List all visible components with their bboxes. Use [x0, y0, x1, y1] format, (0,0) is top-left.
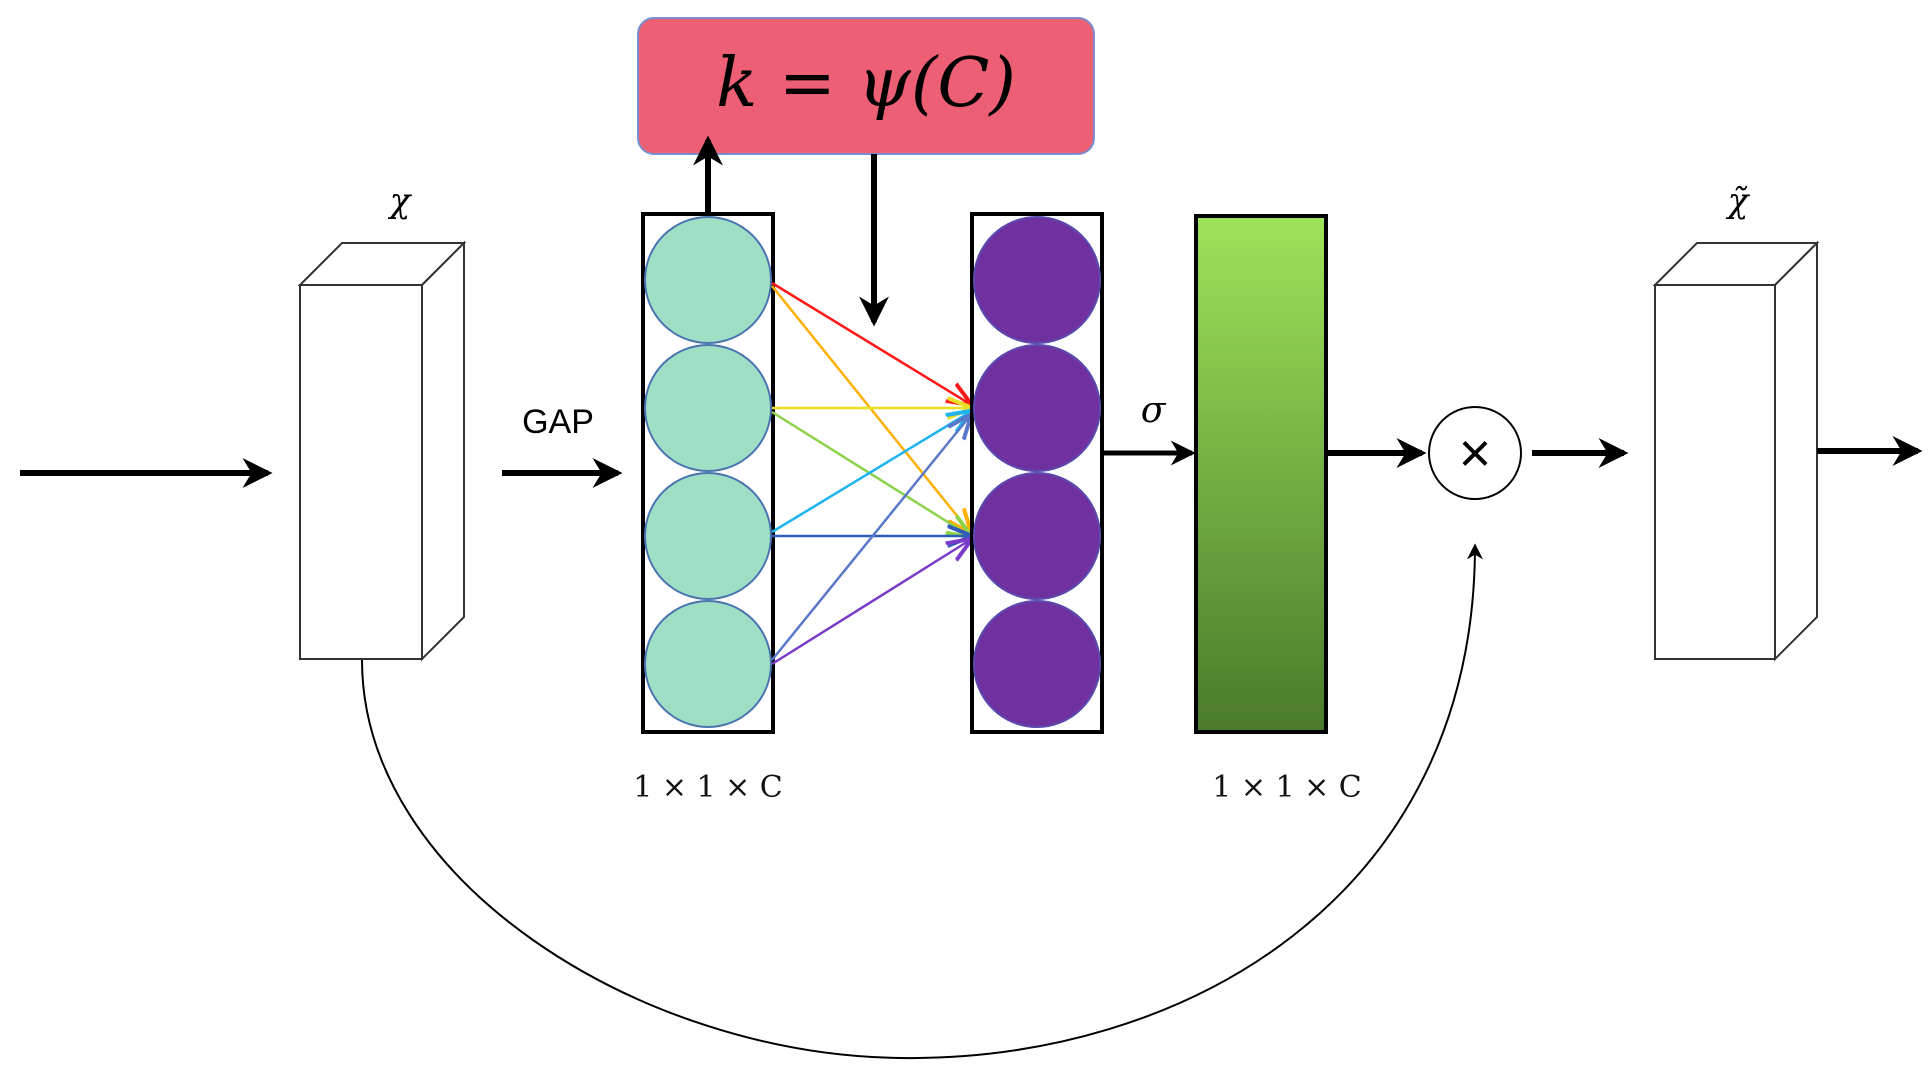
- dim-label-right: 1 × 1 × C: [1212, 770, 1362, 805]
- output-node: [973, 472, 1101, 600]
- input-tensor-box: [297, 240, 467, 662]
- sigma-label: σ: [1141, 390, 1167, 431]
- input-tensor-label: χ: [388, 181, 413, 221]
- input-nodes: [644, 216, 772, 728]
- output-tensor-label: χ̃: [1726, 181, 1751, 221]
- input-node: [644, 472, 772, 600]
- input-node: [644, 600, 772, 728]
- output-nodes-frame: [970, 212, 1104, 734]
- dim-label-left: 1 × 1 × C: [633, 770, 783, 805]
- output-node: [973, 216, 1101, 344]
- input-node: [644, 216, 772, 344]
- connection-line: [771, 416, 970, 661]
- gap-label: GAP: [522, 403, 594, 441]
- gate-bar: [1194, 214, 1328, 734]
- formula-label: k = ψ(C): [716, 44, 1016, 123]
- output-node: [973, 600, 1101, 728]
- output-tensor-box: [1652, 240, 1820, 662]
- output-nodes: [973, 216, 1101, 728]
- output-node: [973, 344, 1101, 472]
- skip-connection: [361, 543, 1483, 1060]
- connection-line: [771, 281, 970, 404]
- multiply-node: ×: [1428, 406, 1522, 500]
- connection-line: [771, 410, 970, 536]
- formula-box: [637, 17, 1095, 155]
- input-node: [644, 344, 772, 472]
- connection-line: [771, 412, 970, 534]
- connection-line: [771, 540, 970, 666]
- multiply-icon: ×: [1459, 421, 1492, 484]
- conv-connections: [771, 281, 970, 666]
- input-nodes-frame: [641, 212, 775, 734]
